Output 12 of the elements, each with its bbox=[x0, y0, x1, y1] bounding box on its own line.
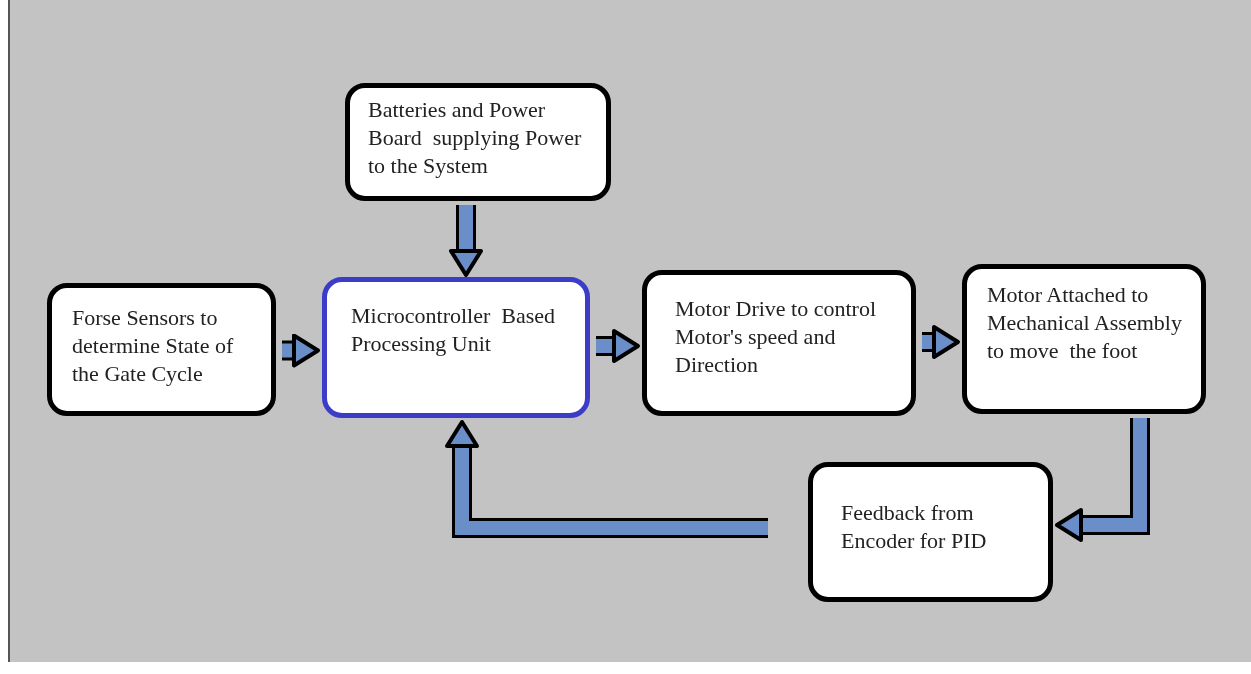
process-box bbox=[47, 283, 276, 416]
box-text: Motor Attached to Mechanical Assembly to move the foot bbox=[987, 281, 1183, 365]
process-box bbox=[808, 462, 1053, 602]
process-box bbox=[962, 264, 1206, 414]
box-text: Motor Drive to control Motor's speed and Direction bbox=[675, 295, 878, 379]
box-text: Batteries and Power Board supplying Power to the System bbox=[368, 96, 583, 180]
box-text: Microcontroller Based Processing Unit bbox=[351, 302, 557, 358]
box-text: Feedback from Encoder for PID bbox=[841, 499, 988, 555]
process-box bbox=[322, 277, 590, 418]
box-text: Forse Sensors to determine State of the Gate Cycle bbox=[72, 304, 235, 388]
process-box bbox=[642, 270, 916, 416]
process-box bbox=[345, 83, 611, 201]
